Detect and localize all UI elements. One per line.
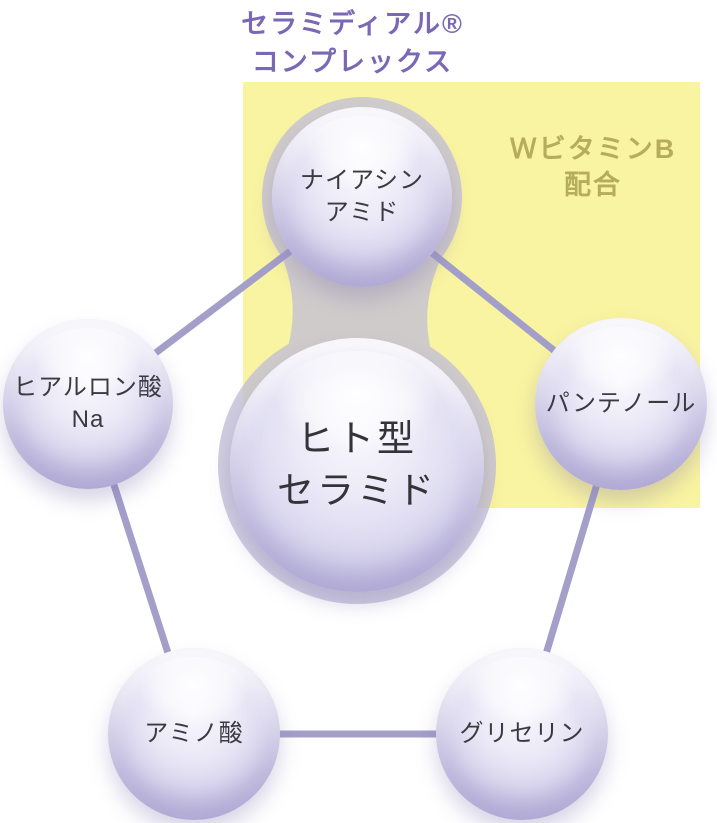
center-bubble-label: ヒト型 セラミド	[277, 418, 437, 511]
vitamin-b-label: ＷビタミンB 配合	[509, 134, 677, 201]
bubble-gloss-icon	[565, 326, 677, 396]
bubble-hyaluronic-acid-na: ヒアルロン酸 Na	[3, 319, 173, 489]
bubble-gloss-icon	[138, 656, 250, 726]
bubble-label: アミノ酸	[144, 719, 244, 747]
bubble-panthenol: パンテノール	[535, 318, 707, 490]
diagram-title: セラミディアル® コンプレックス	[241, 9, 464, 77]
bubble-label: グリセリン	[459, 719, 585, 747]
bubble-amino-acid: アミノ酸	[108, 648, 280, 820]
bubble-gloss-icon	[466, 656, 578, 726]
bubble-label: ナイアシン アミド	[299, 166, 425, 226]
bubble-label: ヒアルロン酸 Na	[13, 373, 163, 433]
bubble-niacinamide: ナイアシン アミド	[272, 107, 452, 287]
bubble-label: パンテノール	[545, 389, 697, 417]
bubble-glycerin: グリセリン	[436, 648, 608, 820]
bubble-human-type-ceramide: ヒト型 セラミド	[230, 338, 484, 592]
